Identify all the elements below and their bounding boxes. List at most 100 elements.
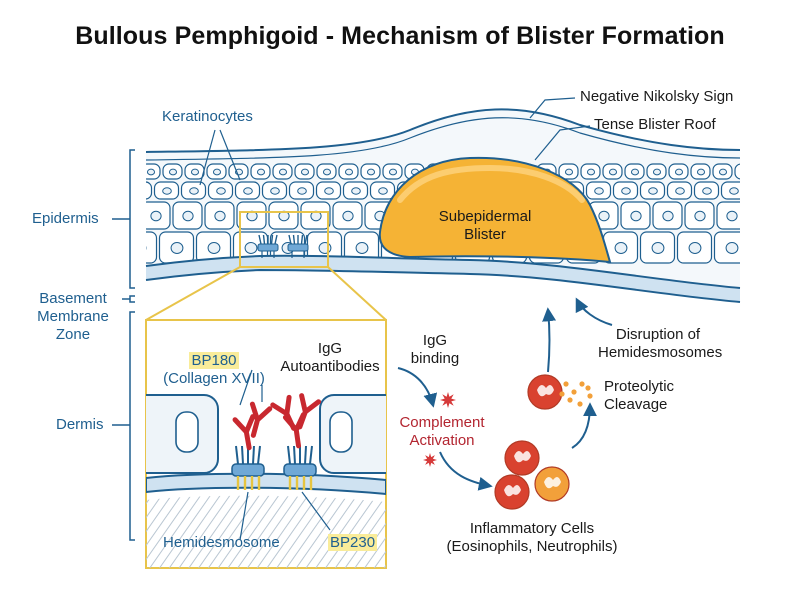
keratinocyte — [300, 201, 331, 230]
keratinocyte — [146, 163, 161, 180]
granule — [563, 381, 569, 387]
keratinocyte — [162, 163, 183, 180]
arrow-cells-to-cleavage — [571, 402, 597, 449]
keratinocyte — [234, 181, 261, 200]
keratinocyte — [602, 163, 623, 180]
zoom-connector-left — [145, 266, 241, 321]
igg-antibody — [232, 414, 256, 451]
keratinocyte — [684, 201, 715, 230]
keratinocyte — [206, 163, 227, 180]
granule — [579, 381, 585, 387]
granule — [585, 385, 591, 391]
keratinocyte — [343, 231, 380, 264]
neutrophil-cell — [527, 374, 563, 410]
zoom-region — [239, 211, 329, 268]
keratinocyte — [207, 181, 234, 200]
top-pointers — [529, 97, 591, 161]
hemidesmosome-detail — [231, 445, 317, 490]
keratinocyte — [332, 201, 363, 230]
hemidesmosome-clusters — [257, 234, 309, 258]
hemidesmosome-pointer — [239, 491, 249, 541]
zoom-panel — [145, 319, 387, 569]
keratinocyte — [668, 163, 689, 180]
keratinocyte — [620, 201, 651, 230]
hemidesmosome-plaque — [283, 445, 317, 490]
keratinocyte — [315, 181, 342, 200]
keratinocyte — [612, 181, 639, 200]
keratinocyte — [369, 181, 396, 200]
keratinocyte — [316, 163, 337, 180]
keratinocyte — [250, 163, 271, 180]
label-igg-binding: IgG binding — [410, 332, 460, 367]
igg-autoantibodies — [232, 393, 322, 451]
arrow-disruption-to-blister — [575, 297, 613, 326]
keratinocyte — [720, 181, 740, 200]
label-complement: Complement Activation — [399, 414, 485, 449]
arrow-binding-to-complement — [397, 367, 438, 408]
keratinocyte — [146, 201, 171, 230]
granule — [559, 391, 565, 397]
keratinocyte — [676, 231, 713, 264]
keratinocyte — [158, 231, 195, 264]
granule — [567, 397, 573, 403]
keratinocyte — [184, 163, 205, 180]
granule — [587, 393, 593, 399]
keratinocyte — [236, 201, 267, 230]
keratinocyte — [261, 181, 288, 200]
keratinocyte — [666, 181, 693, 200]
label-dermis: Dermis — [56, 416, 104, 433]
zoom-connector-right — [327, 266, 387, 321]
arrow-cleavage-to-disruption — [542, 307, 557, 373]
keratinocyte — [639, 231, 676, 264]
keratinocyte — [172, 201, 203, 230]
keratinocyte — [153, 181, 180, 200]
label-negative-nikolsky: Negative Nikolsky Sign — [580, 88, 734, 105]
subepidermal-blister — [378, 156, 612, 264]
label-hemidesmosome: Hemidesmosome — [163, 534, 280, 551]
label-bp230: BP230 — [328, 534, 378, 551]
inflammatory-cells — [494, 374, 570, 510]
complement-star — [423, 453, 437, 467]
keratinocyte — [716, 201, 740, 230]
basal-cell-left — [146, 394, 219, 474]
bp180-pointer — [239, 369, 253, 406]
keratinocyte — [294, 163, 315, 180]
keratinocyte — [639, 181, 666, 200]
keratinocyte — [646, 163, 667, 180]
label-basement-membrane-zone: Basement Membrane Zone — [37, 290, 109, 343]
keratinocyte — [693, 181, 720, 200]
keratinocyte — [580, 163, 601, 180]
neutrophil-cell — [494, 474, 530, 510]
pathway-arrows — [397, 297, 613, 491]
keratinocyte — [712, 163, 733, 180]
bp230-pointer — [301, 491, 331, 531]
mini-hemidesmosome — [257, 234, 279, 258]
keratinocyte — [195, 231, 232, 264]
keratinocyte — [690, 163, 711, 180]
proteolytic-granules — [559, 381, 593, 407]
keratinocyte — [585, 181, 612, 200]
mini-hemidesmosome — [287, 234, 309, 258]
skin-surface — [145, 108, 741, 153]
keratinocyte — [146, 231, 158, 264]
label-bp180: BP180 (Collagen XVII) — [163, 352, 265, 387]
keratinocyte — [268, 201, 299, 230]
neutrophil-cell — [504, 440, 540, 476]
keratinocyte — [180, 181, 207, 200]
granule — [571, 389, 577, 395]
label-tense-roof: Tense Blister Roof — [594, 116, 716, 133]
arrow-complement-to-cells — [439, 451, 493, 491]
keratinocyte-pointers — [199, 129, 241, 186]
label-keratinocytes: Keratinocytes — [162, 108, 253, 125]
layer-brackets — [112, 149, 135, 541]
keratinocyte — [272, 163, 293, 180]
complement-stars — [423, 392, 456, 467]
label-epidermis: Epidermis — [32, 210, 99, 227]
label-blister: Subepidermal Blister — [438, 208, 532, 243]
complement-star — [440, 392, 456, 408]
keratinocyte — [624, 163, 645, 180]
keratinocyte — [338, 163, 359, 180]
igg-antibody — [270, 394, 297, 431]
keratinocyte — [734, 163, 740, 180]
